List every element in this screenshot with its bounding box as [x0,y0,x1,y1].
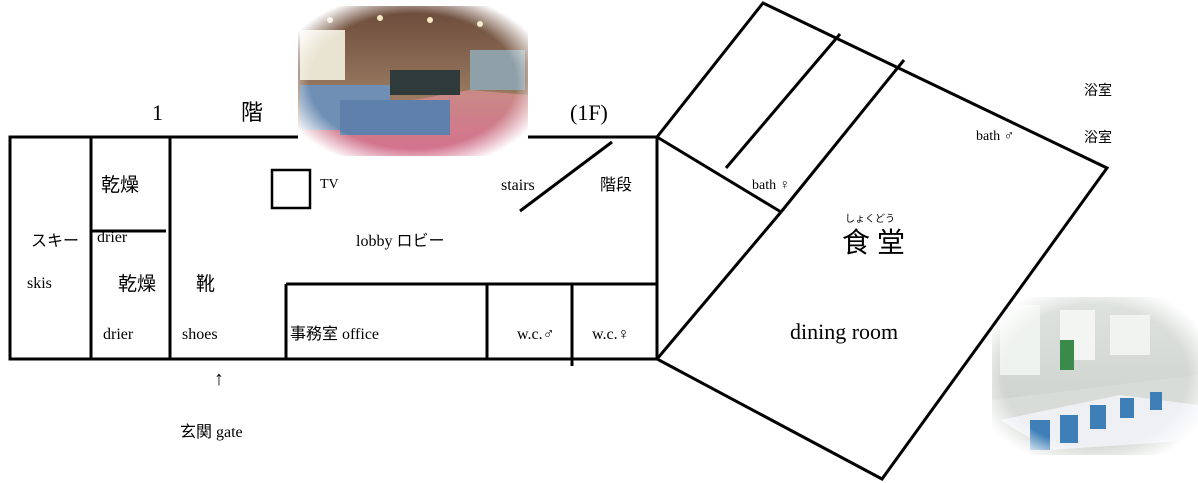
bath-label-jp-2: 浴室 [1084,129,1112,146]
tv-label: TV [320,177,339,192]
floor-kanji: 階 [241,100,263,125]
wc-women-label: w.c.♀ [592,326,630,343]
dining-room-photo [992,297,1198,455]
bath-men-label: bath ♂ [976,129,1014,144]
ski-room-label-jp: スキー [31,233,79,250]
floor-number: 1 [152,100,163,125]
entrance-arrow: ↑ [214,368,224,390]
drier-room-1-label-jp: 乾燥 [101,174,139,196]
walls [8,1,1110,481]
shoes-label-jp: 靴 [196,273,215,295]
dining-ruby: しょくどう [845,213,895,225]
lobby-photo [298,6,528,156]
drier-room-1-label-en: drier [97,229,128,246]
drier-room-2-label-en: drier [103,326,134,343]
stairs-label-en: stairs [501,177,535,194]
drier-room-2-label-jp: 乾燥 [118,273,156,295]
wc-men-label: w.c.♂ [517,326,555,343]
lobby-label: lobby ロビー [356,232,444,250]
dining-label-jp: 食 堂 [842,227,905,259]
dining-label-en: dining room [790,319,898,344]
entrance-label: 玄関 gate [180,423,243,441]
floor-code: (1F) [570,100,608,125]
bath-women-label: bath ♀ [752,178,790,193]
office-label: 事務室 office [290,325,379,343]
bath-label-jp-1: 浴室 [1084,82,1112,99]
shoes-label-en: shoes [182,326,218,343]
stairs-label-jp: 階段 [600,176,632,194]
ski-room-label-en: skis [27,275,52,292]
